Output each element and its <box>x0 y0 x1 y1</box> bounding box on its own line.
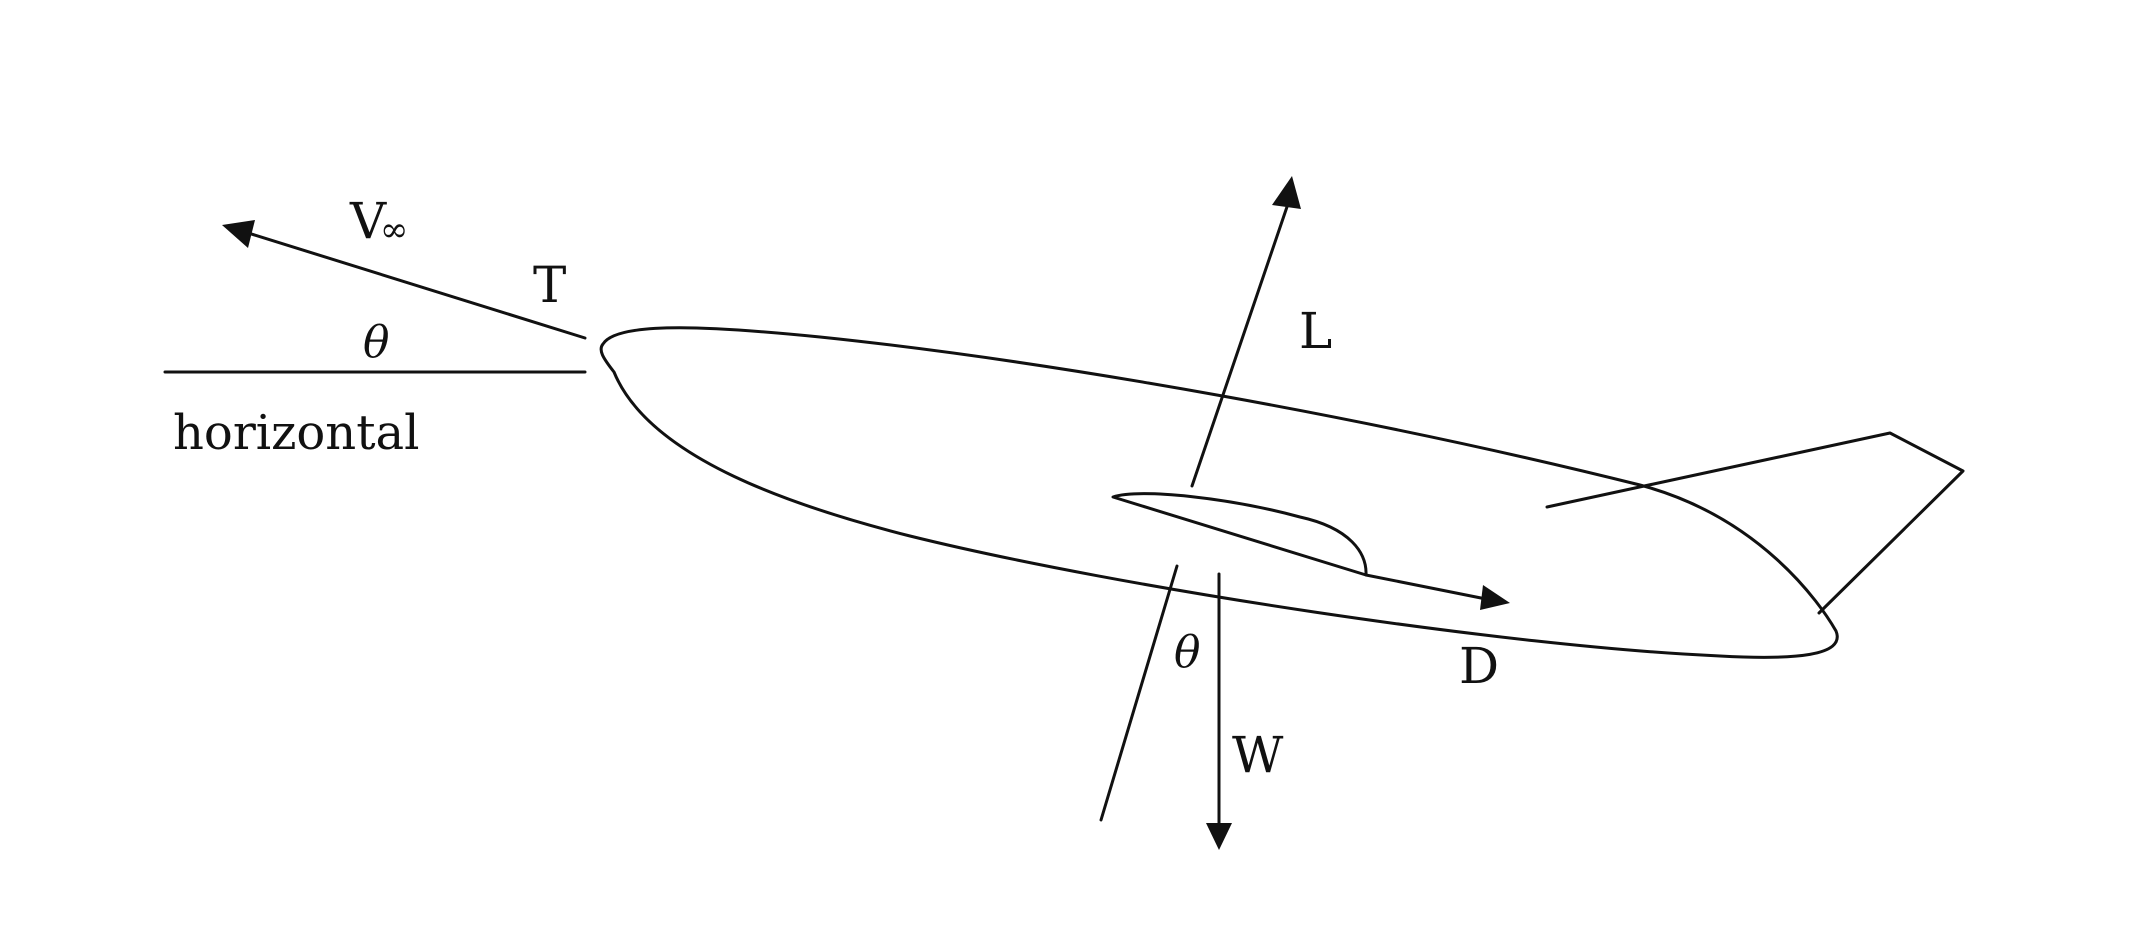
drag-force-line <box>1364 573 1488 601</box>
weight-label: W <box>1232 726 1284 784</box>
drag-arrowhead <box>1480 585 1510 610</box>
theta-top-label: θ <box>363 317 390 368</box>
wing-outline <box>1111 492 1368 577</box>
velocity-label-main: V <box>349 192 387 250</box>
weight-arrowhead <box>1206 823 1232 850</box>
lift-force-line <box>1190 196 1292 488</box>
lift-arrowhead <box>1272 176 1301 209</box>
vertical-tail <box>1545 431 1965 615</box>
velocity-direction-line <box>243 230 587 340</box>
drag-label: D <box>1459 637 1499 695</box>
thrust-label: T <box>533 256 566 314</box>
fuselage-outline <box>599 326 1839 659</box>
theta-bottom-label: θ <box>1174 627 1201 678</box>
velocity-subscript-label: ∞ <box>380 210 408 250</box>
normal-axis-lower-line <box>1099 564 1179 822</box>
velocity-label: V <box>349 192 387 250</box>
horizontal-label: horizontal <box>173 405 419 461</box>
lift-label: L <box>1299 302 1332 360</box>
velocity-arrowhead <box>222 220 255 248</box>
